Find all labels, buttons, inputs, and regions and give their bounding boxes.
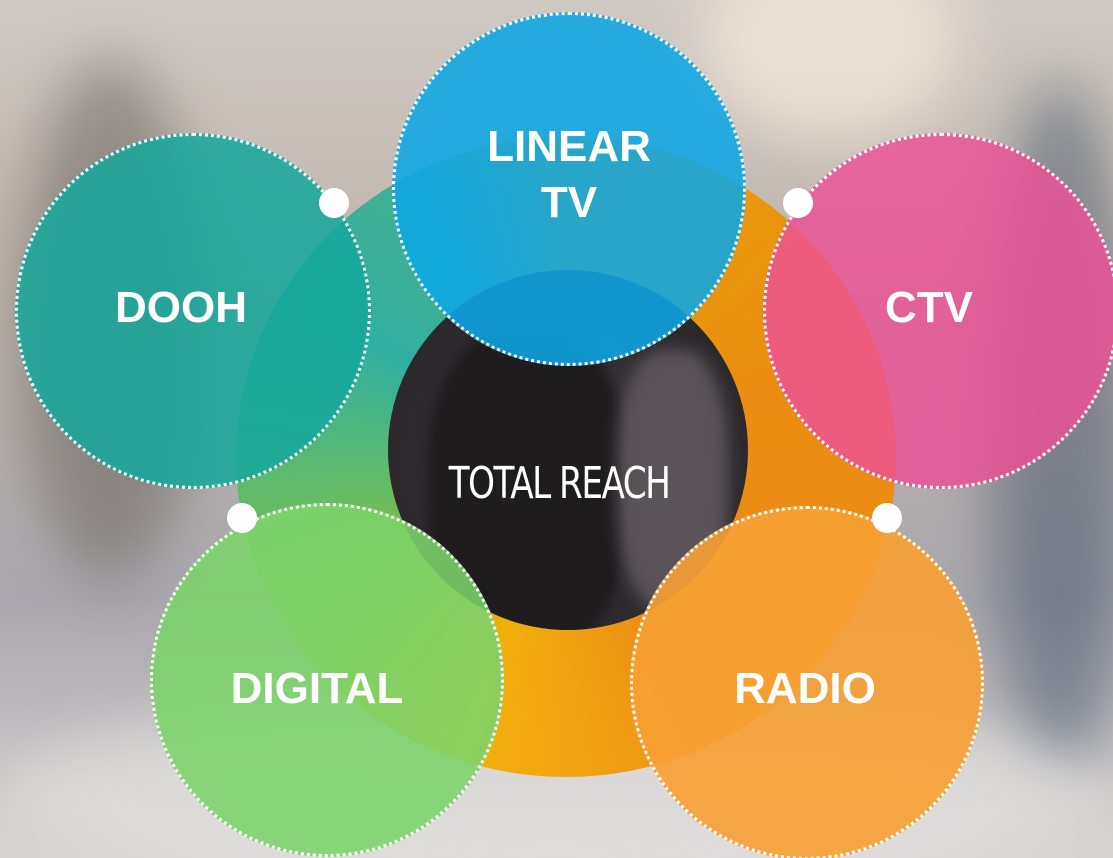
connector-dot: [227, 503, 257, 533]
channel-ctv-label: CTV: [885, 283, 973, 332]
connector-dot: [872, 503, 902, 533]
channel-dooh: DOOH: [15, 133, 371, 489]
total-reach-label: TOTAL REACH: [448, 458, 671, 509]
connector-dot: [783, 188, 813, 218]
channel-ctv: CTV: [763, 133, 1113, 489]
channel-linear-tv-label: LINEAR TV: [487, 122, 651, 227]
connector-dot: [319, 188, 349, 218]
channel-radio-label: RADIO: [734, 664, 876, 713]
channel-digital: DIGITAL: [150, 503, 504, 857]
channel-dooh-label: DOOH: [115, 283, 247, 332]
channel-digital-label: DIGITAL: [230, 664, 404, 713]
channel-radio: RADIO: [630, 506, 984, 858]
channel-linear-tv: LINEAR TV: [392, 12, 746, 366]
